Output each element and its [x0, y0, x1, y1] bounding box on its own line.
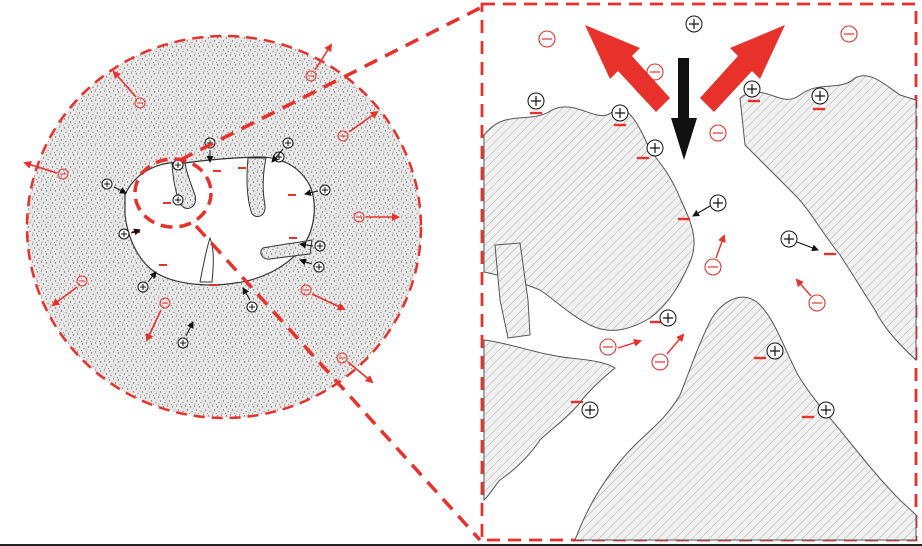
- repelled-anions: [57, 70, 365, 364]
- solid-finger: [246, 157, 267, 218]
- repelled-anion-signs: [60, 75, 362, 359]
- zoom-anions: [538, 25, 858, 371]
- overview-particle: [23, 34, 423, 420]
- big-black-arrow: [671, 58, 697, 160]
- zoom-anion-arrows: [617, 234, 812, 355]
- cation-attraction-arrows: [113, 148, 319, 337]
- zoom-cation-signs: [531, 19, 831, 415]
- bottom-rule: [0, 544, 922, 546]
- solid-mass-bottom: [574, 296, 917, 541]
- solid-mass-right: [739, 75, 917, 362]
- pore-channel: [199, 236, 214, 283]
- zoom-anion-signs: [542, 33, 854, 363]
- big-red-arrows: [585, 25, 785, 112]
- solid-mass-left: [483, 106, 695, 331]
- solid-mass-lower-left: [483, 339, 616, 502]
- zoom-bound-negatives: [530, 99, 836, 419]
- zoom-cation-arrows: [692, 205, 819, 252]
- zoom-selection: [133, 157, 213, 229]
- anion-repulsion-arrows: [23, 43, 400, 384]
- solid-strip: [494, 242, 531, 339]
- zoom-callout-lines: [179, 6, 482, 542]
- bound-negative-charges: [132, 167, 297, 286]
- zoom-panel: [480, 2, 918, 542]
